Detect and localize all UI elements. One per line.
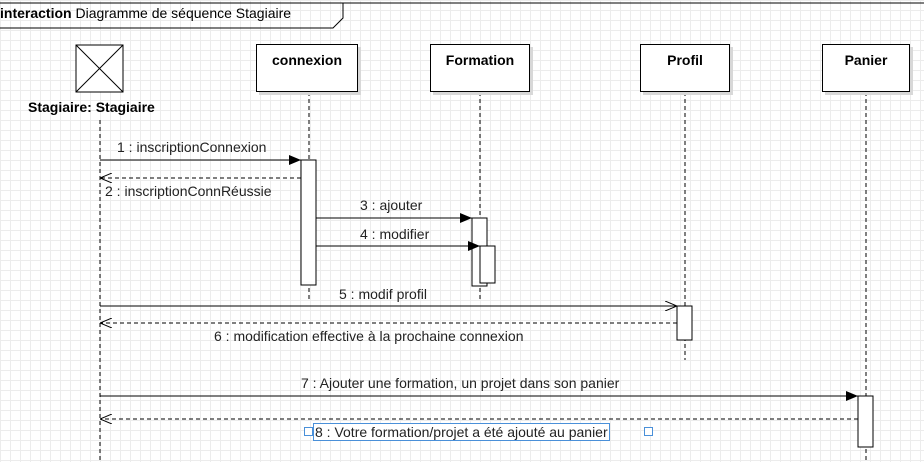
frame-keyword: interaction [0,5,72,21]
lifeline-head-connexion[interactable]: connexion [256,44,358,92]
activation-profil [676,305,693,341]
message-label-5[interactable]: 5 : modif profil [339,286,427,302]
activation-formation-2 [479,245,496,284]
interaction-frame [0,2,924,29]
actor-label[interactable]: Stagiaire: Stagiaire [28,99,155,115]
lifeline-head-formation[interactable]: Formation [430,44,530,92]
selection-handle-right[interactable] [644,427,653,436]
message-label-4[interactable]: 4 : modifier [360,226,430,242]
lifeline-head-profil[interactable]: Profil [640,44,730,92]
message-label-1[interactable]: 1 : inscriptionConnexion [117,139,267,155]
message-label-6[interactable]: 6 : modification effective à la prochain… [214,328,524,344]
selection-handle-left[interactable] [304,427,313,436]
actor-icon [75,44,124,93]
message-label-3[interactable]: 3 : ajouter [360,197,423,213]
frame-name: Diagramme de séquence Stagiaire [75,5,292,21]
message-label-2[interactable]: 2 : inscriptionConnRéussie [105,183,272,199]
message-label-8[interactable]: 8 : Votre formation/projet a été ajouté … [313,423,610,441]
frame-title: interaction Diagramme de séquence Stagia… [0,5,291,21]
message-label-7[interactable]: 7 : Ajouter une formation, un projet dan… [301,375,620,391]
activation-connexion [300,159,317,286]
lifeline-head-panier[interactable]: Panier [822,44,910,92]
activation-panier [857,395,874,448]
